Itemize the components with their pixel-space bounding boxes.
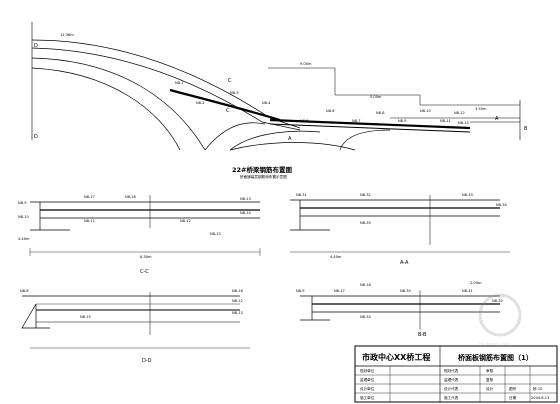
plan-label-n8-3: N8-3	[230, 91, 239, 95]
bb-label-n8-9: N8-9	[296, 289, 305, 293]
cc-dim-width: 6.30m	[140, 255, 152, 259]
section-bb-labels: N8-9 N8-17 N8-18 N8-30 N8-31 N8-32 N8-33…	[296, 281, 503, 338]
aa-label-n8-32: N8-32	[360, 193, 371, 197]
cc-label-n8-14: N8-14	[240, 211, 252, 215]
tb-row-supervision: 监理单位	[360, 377, 375, 382]
plan-label-n8-12: N8-12	[454, 111, 465, 115]
watermark: zhulong.com	[478, 293, 522, 348]
plan-section-d-top: D	[34, 43, 38, 49]
aa-label-n8-34: N8-34	[496, 203, 508, 207]
plan-section-a-right: A	[495, 116, 499, 122]
title-project: 市政中心XX桥工程	[362, 352, 430, 362]
watermark-text: zhulong.com	[478, 342, 510, 348]
plan-section-c-top: C	[228, 78, 232, 84]
section-cc-labels: N8-9 N8-10 N8-17 N8-18 N8-11 N8-12 N8-13…	[18, 195, 252, 275]
bb-label-n8-18: N8-18	[360, 283, 372, 287]
aa-label-n8-31: N8-31	[296, 193, 307, 197]
section-aa-labels: N8-31 N8-32 N8-33 N8-34 N8-35 4.40m A-A	[296, 193, 508, 266]
plan-label-n8-2: N8-2	[196, 101, 205, 105]
section-cc	[29, 195, 261, 256]
plan-label-n8-8: N8-8	[376, 111, 385, 115]
aa-label-n8-35: N8-35	[360, 221, 371, 225]
plan-section-d-bottom: D	[34, 134, 38, 140]
plan-dim-far-right: 3.50m	[475, 107, 487, 111]
cc-label-n8-18: N8-18	[125, 195, 137, 199]
plan-dimension-lines	[268, 67, 520, 106]
title-block	[354, 345, 558, 403]
aa-dim-left: 4.40m	[330, 255, 342, 259]
cc-label-n8-13: N8-13	[240, 197, 251, 201]
section-dd-labels: N8-8 N8-15 N8-16 N8-12 N8-13 D-D	[20, 289, 244, 364]
plan-label-n8-7: N8-7	[352, 119, 361, 123]
cc-dim-left: 4.40m	[18, 237, 30, 241]
bb-dim-top: 2.00m	[470, 281, 482, 285]
section-bb-title: B-B	[418, 332, 427, 338]
title-drawing-name: 桥面板钢筋布置图（1）	[458, 353, 533, 362]
plan-label-n8-1: N8-1	[175, 81, 184, 85]
cc-label-n8-11: N8-11	[84, 219, 95, 223]
title-block-text: 市政中心XX桥工程 桥面板钢筋布置图（1） 规划单位 监理单位 设计单位 施工单…	[360, 352, 549, 400]
section-cc-title: C-C	[140, 269, 149, 275]
bb-label-n8-30: N8-30	[400, 289, 412, 293]
tb-mid-supervision-rep: 监理代表	[444, 377, 459, 382]
tb-date-label: 日期	[509, 395, 517, 400]
tb-row-design: 设计单位	[360, 386, 375, 391]
section-aa-title: A-A	[400, 260, 409, 266]
section-dd	[21, 292, 250, 349]
plan-label-n8-4: N8-4	[262, 101, 271, 105]
tb-row-planning: 规划单位	[360, 368, 375, 373]
plan-label-n8-11: N8-11	[440, 119, 451, 123]
bb-label-n8-33: N8-33	[360, 315, 371, 319]
plan-section-c-bottom: C	[226, 108, 230, 114]
cc-label-n8-12: N8-12	[180, 219, 191, 223]
cc-label-n8-17: N8-17	[84, 195, 95, 199]
bb-label-n8-31: N8-31	[462, 289, 473, 293]
dd-label-n8-13: N8-13	[232, 311, 243, 315]
dd-label-n8-8: N8-8	[20, 289, 29, 293]
tb-mid-planning-rep: 规划代表	[444, 368, 459, 373]
dd-label-n8-15: N8-15	[80, 315, 91, 319]
tb-mid-design-rep: 设计代表	[444, 386, 459, 391]
tb-review: 复核	[486, 377, 494, 382]
plan-label-n8-9: N8-9	[398, 119, 407, 123]
plan-labels: N8-1 N8-2 N8-3 N8-4 N8-5 N8-6 N8-7 N8-8 …	[34, 33, 528, 179]
plan-note: 桥面铺装层钢筋网布置示意图	[240, 174, 287, 179]
bb-label-n8-17: N8-17	[334, 289, 345, 293]
plan-view	[31, 22, 521, 151]
plan-label-n8-5: N8-5	[300, 119, 309, 123]
tb-check: 审核	[486, 368, 494, 373]
plan-label-n8-13: N8-13	[458, 121, 469, 125]
section-bb	[300, 290, 500, 330]
plan-section-a: A	[288, 136, 292, 142]
dd-label-n8-12: N8-12	[232, 299, 243, 303]
section-aa	[290, 195, 510, 253]
plan-dim-top: 9.00m	[300, 62, 312, 66]
section-dd-title: D-D	[142, 358, 152, 364]
plan-section-b-right: B	[524, 126, 528, 132]
plan-label-n8-10: N8-10	[420, 109, 432, 113]
dd-label-n8-16: N8-16	[232, 289, 244, 293]
plan-dim-radius: 11.36m	[60, 33, 74, 37]
tb-designer: 设计	[486, 386, 494, 391]
tb-drawing-no-label: 图号	[509, 386, 517, 391]
plan-label-n8-6: N8-6	[326, 109, 335, 113]
tb-date: 2004.8.13	[531, 396, 549, 400]
bb-label-n8-32: N8-32	[492, 299, 503, 303]
plan-dim-right: 5.00m	[370, 95, 382, 99]
aa-label-n8-33: N8-33	[462, 193, 473, 197]
plan-title: 22#桥梁钢筋布置图	[232, 165, 292, 174]
cc-label-n8-10: N8-10	[18, 215, 30, 219]
tb-drawing-no: 桥-10	[533, 386, 543, 391]
cc-label-n8-15: N8-15	[210, 232, 221, 236]
cc-label-n8-9: N8-9	[18, 201, 27, 205]
tb-row-construction: 施工单位	[360, 395, 375, 400]
tb-mid-construction-rep: 施工代表	[444, 395, 459, 400]
